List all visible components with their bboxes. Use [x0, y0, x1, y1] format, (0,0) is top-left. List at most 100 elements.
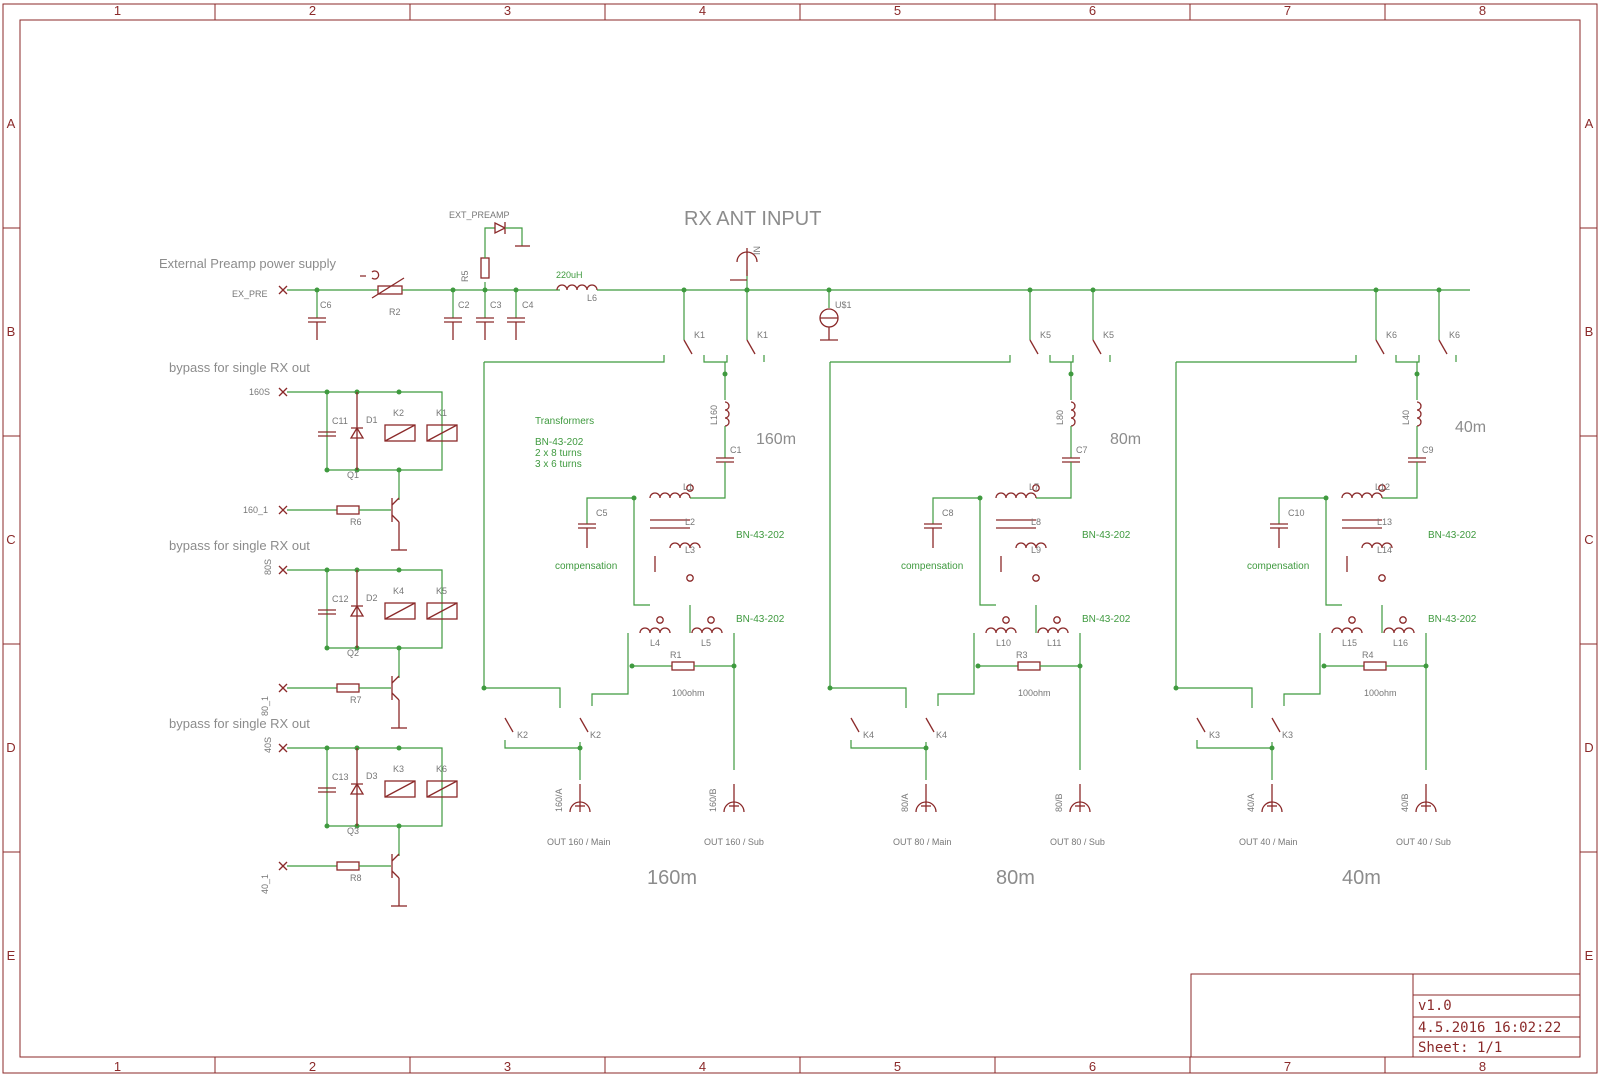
- us1-label: U$1: [835, 300, 852, 310]
- zone-col-bottom-7: 7: [1284, 1059, 1291, 1074]
- transformer-2-l-b: L5: [701, 638, 711, 648]
- relay-coil-a: [384, 602, 416, 620]
- compensation-cap-label: C10: [1288, 508, 1305, 518]
- band-cap-label: C1: [730, 445, 742, 455]
- transformer-2-core-label: BN-43-202: [736, 614, 785, 625]
- transformer-1-core-label: BN-43-202: [1428, 530, 1477, 541]
- zone-col-top-7: 7: [1284, 3, 1291, 18]
- relay-coil-a: [384, 424, 416, 442]
- top-relay-switch-b: [746, 339, 756, 355]
- bottom-relay-switch-b: [1271, 717, 1281, 733]
- ex-pre-pad: [278, 285, 288, 295]
- wire: [1278, 497, 1326, 524]
- zone-col-bottom-4: 4: [699, 1059, 706, 1074]
- wire: [591, 633, 629, 706]
- transistor-collector: [391, 675, 400, 684]
- termination-resistor-label: R1: [670, 650, 682, 660]
- transformer-2-core-label: BN-43-202: [1428, 614, 1477, 625]
- bottom-relay-label-a: K2: [517, 730, 528, 740]
- band-inductor: [724, 401, 730, 427]
- title-block: v1.0 4.5.2016 16:02:22 Sheet: 1/1: [1190, 973, 1581, 1058]
- transformer-1-primary: [995, 492, 1037, 499]
- phase-dot: [686, 574, 694, 582]
- zone-col-top-6: 6: [1089, 3, 1096, 18]
- bottom-relay-switch-b: [579, 717, 589, 733]
- top-relay-switch-a: [1375, 339, 1385, 355]
- wire: [1049, 355, 1074, 363]
- choke-name-label: L6: [587, 293, 597, 303]
- driver-ctrl-label: 40_1: [260, 874, 270, 894]
- version-text: v1.0: [1418, 998, 1452, 1014]
- junction-dot: [324, 745, 330, 751]
- ex-pre-pin-label: EX_PRE: [232, 289, 268, 299]
- top-relay-label-a: K5: [1040, 330, 1051, 340]
- driver-input-pad: [278, 387, 288, 397]
- transformer-1-core: [650, 519, 690, 529]
- wire: [505, 227, 523, 246]
- top-relay-switch-a: [1029, 339, 1039, 355]
- relay-coil-b-diag: [426, 424, 458, 442]
- wire: [484, 227, 495, 258]
- wire: [850, 740, 927, 749]
- zone-col-top-3: 3: [504, 3, 511, 18]
- circuit-drawing: [278, 221, 1470, 341]
- wire: [287, 569, 443, 649]
- wire: [287, 391, 443, 471]
- top-relay-switch-a: [683, 339, 693, 355]
- junction-dot: [481, 685, 487, 691]
- wire: [633, 498, 650, 606]
- top-relay-label-b: K6: [1449, 330, 1460, 340]
- junction-dot: [324, 567, 330, 573]
- transformer-2-right: [1037, 627, 1069, 634]
- port-b-label: 80/B: [1054, 793, 1064, 812]
- relay-coil-b-diag: [426, 602, 458, 620]
- relay-coil-a-diag: [384, 424, 416, 442]
- transistor-collector: [391, 853, 400, 862]
- wire: [1176, 355, 1357, 363]
- wire: [1196, 740, 1273, 749]
- transformer-1-secondary: [669, 542, 701, 549]
- transformer-2-core-label: BN-43-202: [1082, 614, 1131, 625]
- driver-resistor-label: R7: [350, 695, 362, 705]
- transformer-1-l-a: L1: [683, 482, 693, 492]
- termination-resistor-value: 100ohm: [1018, 688, 1051, 698]
- transformer-1-primary: [649, 492, 691, 499]
- c2-label: C2: [458, 300, 470, 310]
- junction-dot: [396, 389, 402, 395]
- phase-dot: [1002, 616, 1010, 624]
- driver-ctrl-pad: [278, 505, 288, 515]
- transistor-label: Q1: [347, 470, 359, 480]
- wire: [504, 740, 581, 749]
- band-inductor: [1416, 401, 1422, 427]
- zone-col-top-5: 5: [894, 3, 901, 18]
- relay-coil-b: [426, 602, 458, 620]
- relay-coil-b: [426, 424, 458, 442]
- port-a-label: 40/A: [1246, 793, 1256, 812]
- termination-resistor-label: R3: [1016, 650, 1028, 660]
- wire: [484, 355, 665, 363]
- out-main-label: OUT 160 / Main: [547, 837, 610, 847]
- transformer-1-l-b: L2: [685, 517, 695, 527]
- zone-row-right-D: D: [1584, 740, 1593, 755]
- transformer-2-l-a: L4: [650, 638, 660, 648]
- port-b-label: 40/B: [1400, 793, 1410, 812]
- transformer-2-l-b: L16: [1393, 638, 1408, 648]
- termination-resistor-label: R4: [1362, 650, 1374, 660]
- c3-label: C3: [490, 300, 502, 310]
- driver-diode-label: D2: [366, 593, 378, 603]
- band-cap-label: C9: [1422, 445, 1434, 455]
- driver-resistor-label: R6: [350, 517, 362, 527]
- termination-resistor-value: 100ohm: [1364, 688, 1397, 698]
- band-inductor-label: L80: [1055, 410, 1065, 425]
- transformer-2-right: [691, 627, 723, 634]
- top-relay-switch-b: [1092, 339, 1102, 355]
- zone-row-left-B: B: [7, 324, 16, 339]
- zone-col-top-8: 8: [1479, 3, 1486, 18]
- transformer-1-core-label: BN-43-202: [736, 530, 785, 541]
- transformers-note-title: Transformers: [535, 416, 594, 427]
- top-relay-label-a: K6: [1386, 330, 1397, 340]
